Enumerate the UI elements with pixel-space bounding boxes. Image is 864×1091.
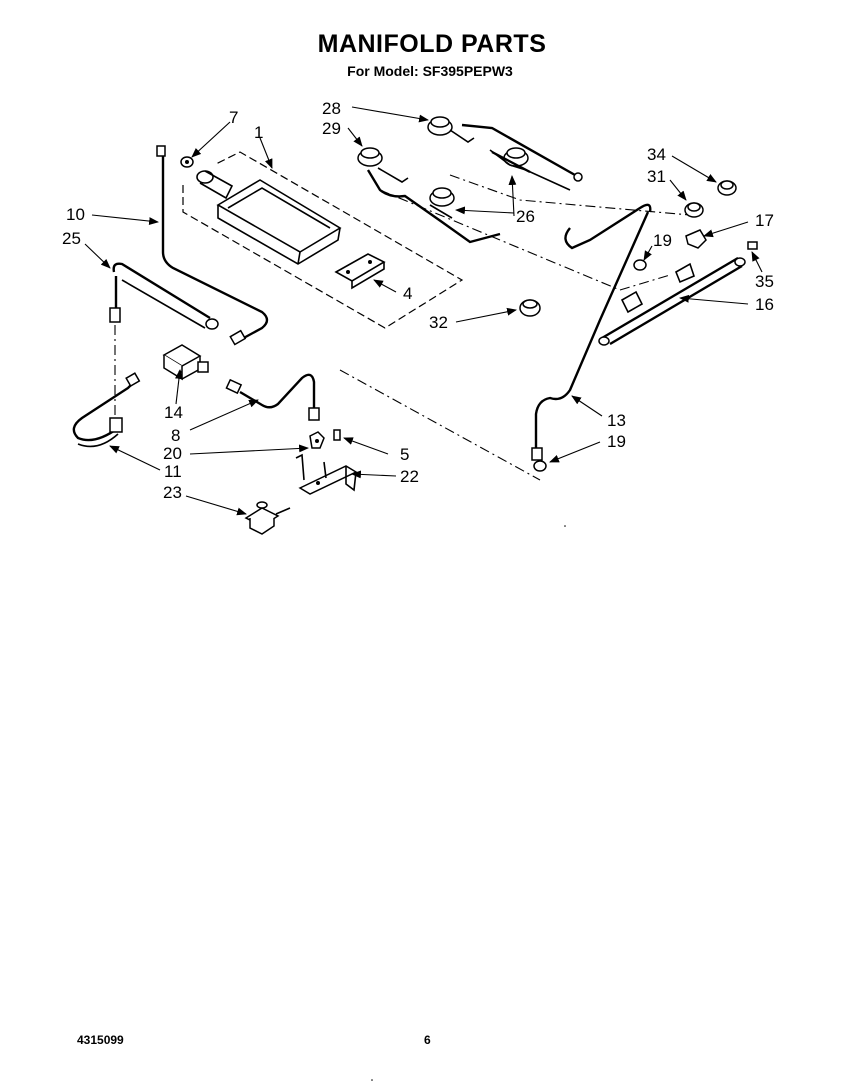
part-7-orifice xyxy=(180,156,194,168)
callout-13: 13 xyxy=(607,411,626,430)
part-10-oven-tube xyxy=(156,145,269,346)
callout-4: 4 xyxy=(403,284,412,303)
document-number: 4315099 xyxy=(77,1033,124,1047)
part-14-safety-valve xyxy=(162,344,209,381)
part-22-bracket xyxy=(295,453,358,495)
callout-14: 14 xyxy=(164,403,183,422)
part-5-screw xyxy=(333,429,341,441)
leader-lines xyxy=(84,106,763,516)
callout-26: 26 xyxy=(516,207,535,226)
part-19-fitting-lower xyxy=(533,460,547,472)
page-title: MANIFOLD PARTS xyxy=(317,30,547,58)
callout-16: 16 xyxy=(755,295,774,314)
callout-31: 31 xyxy=(647,167,666,186)
callout-29: 29 xyxy=(322,119,341,138)
callout-22: 22 xyxy=(400,467,419,486)
callout-19-upper: 19 xyxy=(653,231,672,250)
part-13-tube xyxy=(531,211,650,461)
part-25-broil-tube xyxy=(109,262,219,330)
rear-right-burner xyxy=(489,147,571,191)
callout-1: 1 xyxy=(254,123,263,142)
part-16-manifold-pipe xyxy=(564,203,746,346)
part-31-knob xyxy=(684,202,704,218)
callout-34: 34 xyxy=(647,145,666,164)
callout-11: 11 xyxy=(164,462,182,481)
part-35-screw xyxy=(747,241,758,250)
part-8-tube xyxy=(225,373,320,421)
callout-23: 23 xyxy=(163,483,182,502)
callout-32: 32 xyxy=(429,313,448,332)
callout-19-lower: 19 xyxy=(607,432,626,451)
part-11-tube xyxy=(72,372,141,448)
callout-25: 25 xyxy=(62,229,81,248)
callout-7: 7 xyxy=(229,108,238,127)
part-4-bracket xyxy=(334,253,386,290)
callout-28: 28 xyxy=(322,99,341,118)
part-29-burner xyxy=(357,147,501,244)
callout-labels: 7 1 10 25 4 14 8 20 11 23 5 22 28 29 26 … xyxy=(62,99,774,502)
part-20-fitting xyxy=(309,431,325,449)
callout-8: 8 xyxy=(171,426,180,445)
part-28-burner xyxy=(427,116,583,182)
part-1-burner-box xyxy=(196,170,342,265)
page-number: 6 xyxy=(424,1033,431,1047)
part-23-valve xyxy=(244,501,291,535)
part-19-fitting-upper xyxy=(633,259,647,271)
part-34-knob xyxy=(717,180,737,196)
part-32-knob xyxy=(519,299,541,317)
callout-20: 20 xyxy=(163,444,182,463)
model-subtitle: For Model: SF395PEPW3 xyxy=(347,63,513,79)
part-17-clip xyxy=(685,229,707,249)
part-26-burner xyxy=(429,187,455,219)
assembly-outline-dashed xyxy=(182,151,464,329)
callout-35: 35 xyxy=(755,272,774,291)
callout-17: 17 xyxy=(755,211,774,230)
callout-5: 5 xyxy=(400,445,409,464)
callout-10: 10 xyxy=(66,205,85,224)
